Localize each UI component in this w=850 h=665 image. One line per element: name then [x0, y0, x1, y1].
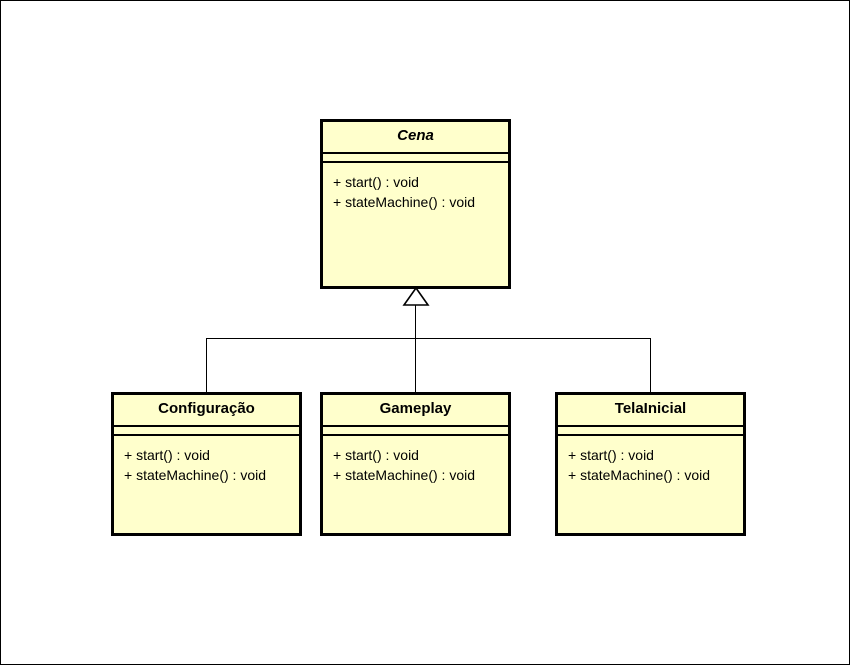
- uml-class-cena[interactable]: Cena + start() : void + stateMachine() :…: [320, 119, 511, 289]
- uml-attributes-compartment-configuracao: [114, 427, 299, 436]
- generalization-stem: [415, 304, 416, 339]
- uml-operation: + stateMachine() : void: [333, 466, 476, 483]
- generalization-arrowhead-icon: [402, 287, 430, 306]
- uml-operation: + start() : void: [124, 446, 210, 463]
- uml-operations-compartment-cena: + start() : void + stateMachine() : void: [323, 163, 508, 287]
- uml-class-name-telainicial: TelaInicial: [558, 395, 743, 427]
- uml-operation: + stateMachine() : void: [568, 466, 711, 483]
- uml-class-name-configuracao: Configuração: [114, 395, 299, 427]
- uml-operation: + stateMachine() : void: [333, 193, 476, 210]
- generalization-bus: [206, 338, 651, 339]
- uml-operation: + start() : void: [333, 446, 419, 463]
- uml-attributes-compartment-telainicial: [558, 427, 743, 436]
- uml-operations-compartment-configuracao: + start() : void + stateMachine() : void: [114, 436, 299, 534]
- uml-attributes-compartment-cena: [323, 154, 508, 163]
- uml-attributes-compartment-gameplay: [323, 427, 508, 436]
- uml-operation: + start() : void: [333, 173, 419, 190]
- generalization-branch-configuracao: [206, 338, 207, 393]
- uml-class-name-gameplay: Gameplay: [323, 395, 508, 427]
- uml-operations-compartment-telainicial: + start() : void + stateMachine() : void: [558, 436, 743, 534]
- uml-class-name-cena: Cena: [323, 122, 508, 154]
- uml-operations-compartment-gameplay: + start() : void + stateMachine() : void: [323, 436, 508, 534]
- uml-class-gameplay[interactable]: Gameplay + start() : void + stateMachine…: [320, 392, 511, 536]
- generalization-branch-gameplay: [415, 338, 416, 393]
- uml-class-configuracao[interactable]: Configuração + start() : void + stateMac…: [111, 392, 302, 536]
- generalization-branch-telainicial: [650, 338, 651, 393]
- uml-operation: + start() : void: [568, 446, 654, 463]
- uml-operation: + stateMachine() : void: [124, 466, 267, 483]
- uml-class-telainicial[interactable]: TelaInicial + start() : void + stateMach…: [555, 392, 746, 536]
